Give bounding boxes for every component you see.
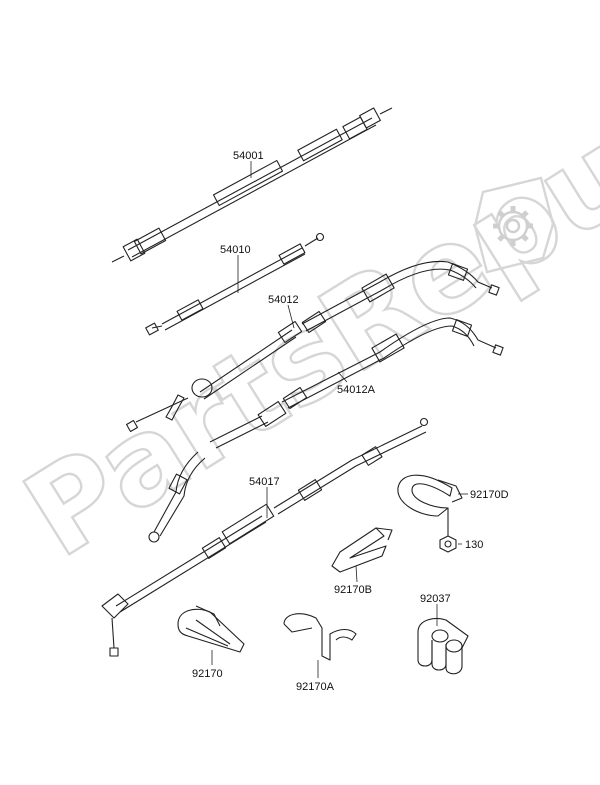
label-92037: 92037: [420, 593, 451, 605]
label-130: 130: [465, 539, 483, 551]
watermark-text: PartsRepublik: [2, 0, 600, 584]
gear-icon: [473, 176, 555, 274]
label-92170B: 92170B: [334, 584, 372, 596]
clamp-92037: [417, 617, 469, 675]
label-54012: 54012: [268, 294, 299, 306]
cable-54012A: [148, 317, 504, 543]
label-92170: 92170: [192, 668, 223, 680]
label-92170A: 92170A: [296, 681, 335, 693]
bolt-130: [439, 508, 457, 553]
cable-54001: [111, 107, 393, 263]
cable-54012: [125, 260, 500, 433]
label-92170D: 92170D: [470, 489, 509, 501]
label-54017: 54017: [249, 476, 280, 488]
label-54001: 54001: [233, 150, 264, 162]
label-54010: 54010: [220, 244, 251, 256]
leader-lines: [211, 161, 468, 678]
clip-92170A: [283, 613, 357, 661]
clip-92170D: [397, 474, 463, 517]
label-54012A: 54012A: [337, 384, 376, 396]
clip-92170: [177, 605, 245, 653]
clip-92170B: [331, 527, 393, 573]
cable-54010: [145, 232, 325, 336]
watermark: PartsRepublik: [1, 0, 600, 585]
part-labels: 54001 54010 54012 54012A 54017 92170D 13…: [192, 150, 509, 693]
cable-54017: [101, 417, 429, 657]
